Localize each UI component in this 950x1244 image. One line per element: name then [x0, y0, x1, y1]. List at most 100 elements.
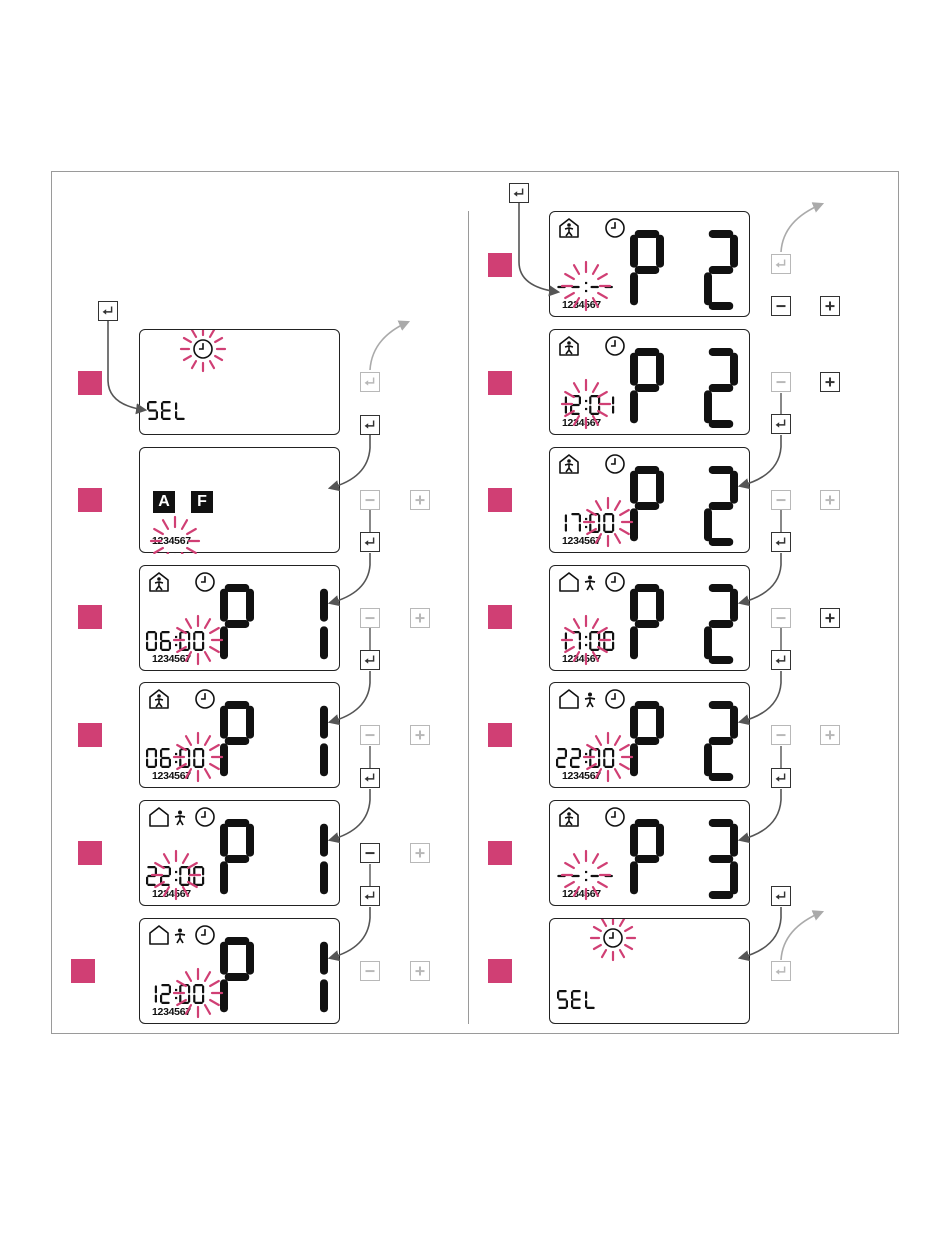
weekday-indicator: 1234567 — [562, 299, 601, 311]
program-number — [628, 580, 748, 664]
program-number — [218, 815, 338, 899]
minus-button[interactable] — [771, 608, 791, 628]
program-number — [218, 933, 338, 1017]
program-number — [628, 697, 748, 781]
minus-button[interactable] — [771, 372, 791, 392]
step-marker — [488, 371, 512, 395]
minus-icon — [361, 726, 379, 744]
plus-icon — [411, 726, 429, 744]
enter-button[interactable] — [771, 768, 791, 788]
step-marker — [488, 723, 512, 747]
enter-icon — [361, 533, 379, 551]
program-number — [628, 815, 748, 899]
enter-button[interactable] — [771, 532, 791, 552]
minus-button[interactable] — [771, 725, 791, 745]
sel-display — [556, 989, 616, 1015]
step-marker — [78, 841, 102, 865]
step-marker — [488, 959, 512, 983]
enter-icon — [772, 415, 790, 433]
enter-button[interactable] — [360, 532, 380, 552]
enter-button[interactable] — [509, 183, 529, 203]
mode-f-badge: F — [191, 491, 213, 513]
minus-button[interactable] — [360, 725, 380, 745]
plus-button[interactable] — [410, 608, 430, 628]
lcd-panel: AF1234567 — [139, 447, 340, 553]
enter-button[interactable] — [360, 768, 380, 788]
time-display — [555, 747, 621, 769]
enter-icon — [361, 769, 379, 787]
minus-icon — [361, 962, 379, 980]
clock-icon — [604, 571, 626, 593]
step-marker — [78, 371, 102, 395]
plus-button[interactable] — [410, 725, 430, 745]
enter-button[interactable] — [771, 886, 791, 906]
enter-icon — [772, 533, 790, 551]
plus-button[interactable] — [410, 490, 430, 510]
clock-icon — [192, 338, 214, 360]
step-marker — [488, 841, 512, 865]
time-display — [145, 983, 211, 1005]
clock-icon — [604, 806, 626, 828]
plus-button[interactable] — [820, 372, 840, 392]
enter-button[interactable] — [360, 372, 380, 392]
time-display — [145, 865, 211, 887]
clock-icon — [604, 688, 626, 710]
step-marker — [488, 253, 512, 277]
step-marker — [78, 605, 102, 629]
clock-icon — [602, 927, 624, 949]
plus-button[interactable] — [820, 725, 840, 745]
minus-icon — [772, 726, 790, 744]
plus-button[interactable] — [820, 490, 840, 510]
home-person-icon — [558, 453, 580, 475]
enter-button[interactable] — [360, 415, 380, 435]
home-icon — [148, 924, 170, 946]
enter-icon — [772, 962, 790, 980]
minus-button[interactable] — [771, 490, 791, 510]
enter-button[interactable] — [771, 650, 791, 670]
plus-button[interactable] — [410, 843, 430, 863]
weekday-indicator: 1234567 — [562, 535, 601, 547]
program-number — [218, 697, 338, 781]
person-icon — [584, 692, 596, 708]
weekday-indicator: 1234567 — [562, 417, 601, 429]
home-person-icon — [558, 335, 580, 357]
plus-icon — [411, 962, 429, 980]
minus-button[interactable] — [771, 296, 791, 316]
lcd-panel: 1234567 — [549, 211, 750, 317]
enter-button[interactable] — [98, 301, 118, 321]
home-person-icon — [148, 688, 170, 710]
enter-button[interactable] — [771, 414, 791, 434]
weekday-indicator: 1234567 — [152, 1006, 191, 1018]
step-marker — [78, 723, 102, 747]
program-number — [628, 226, 748, 310]
lcd-panel — [549, 918, 750, 1024]
time-display — [555, 276, 621, 298]
enter-icon — [772, 769, 790, 787]
enter-icon — [361, 373, 379, 391]
home-person-icon — [148, 571, 170, 593]
enter-button[interactable] — [360, 650, 380, 670]
minus-button[interactable] — [360, 961, 380, 981]
minus-button[interactable] — [360, 490, 380, 510]
person-icon — [584, 575, 596, 591]
program-number — [628, 462, 748, 546]
home-icon — [558, 571, 580, 593]
person-icon — [174, 810, 186, 826]
enter-button[interactable] — [771, 254, 791, 274]
enter-button[interactable] — [360, 886, 380, 906]
minus-button[interactable] — [360, 608, 380, 628]
plus-button[interactable] — [820, 608, 840, 628]
plus-button[interactable] — [410, 961, 430, 981]
weekday-indicator: 1234567 — [562, 653, 601, 665]
enter-icon — [772, 651, 790, 669]
step-marker — [488, 605, 512, 629]
minus-button[interactable] — [360, 843, 380, 863]
clock-icon — [604, 453, 626, 475]
plus-icon — [411, 844, 429, 862]
weekday-indicator: 1234567 — [152, 770, 191, 782]
plus-button[interactable] — [820, 296, 840, 316]
lcd-panel: 1234567 — [139, 682, 340, 788]
enter-button[interactable] — [771, 961, 791, 981]
plus-icon — [411, 609, 429, 627]
home-person-icon — [558, 806, 580, 828]
